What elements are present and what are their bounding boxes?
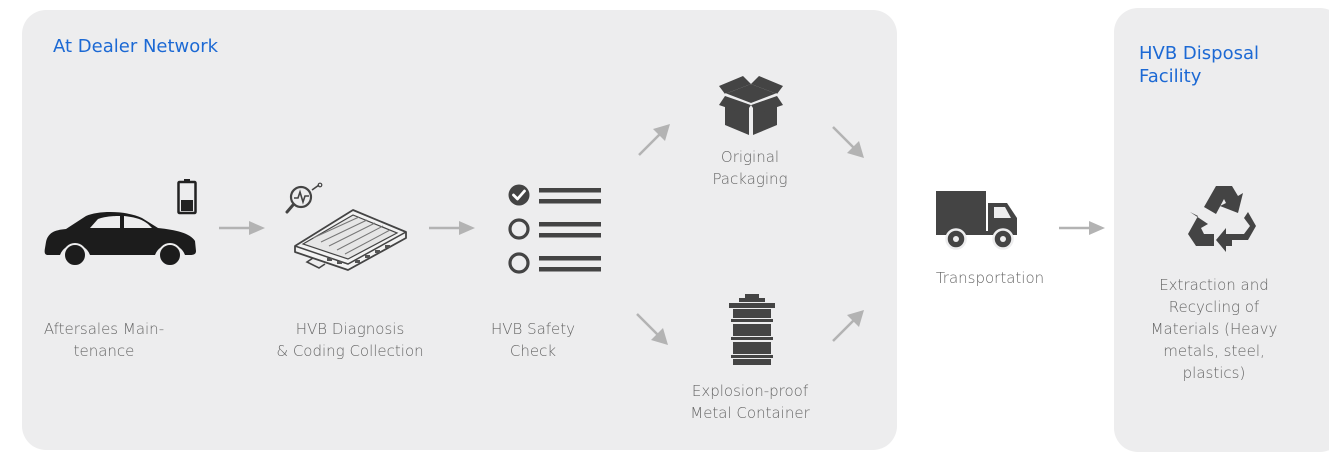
- disposal-facility-panel: [1114, 8, 1329, 452]
- hv-battery-pack-icon: [294, 209, 407, 271]
- disposal-facility-title: HVB Disposal Facility: [1139, 43, 1260, 87]
- flow-arrow: [429, 221, 475, 235]
- car-icon: [44, 212, 196, 267]
- dealer-network-title: At Dealer Network: [53, 36, 219, 57]
- metal-container-label: Explosion-proof Metal Container: [690, 382, 810, 422]
- battery-icon: [177, 179, 197, 215]
- flow-arrow: [219, 221, 265, 235]
- hvb-safety-check-label: HVB Safety Check: [490, 320, 576, 360]
- flow-arrow-down: [832, 126, 864, 158]
- hvb-diagnosis-label: HVB Diagnosis & Coding Collection: [276, 320, 424, 360]
- container-icon: [729, 294, 775, 365]
- diagnosis-icon: [285, 182, 323, 214]
- flow-arrow-up: [832, 310, 864, 342]
- flow-arrow-up: [638, 124, 670, 156]
- flow-arrow: [1059, 221, 1105, 235]
- original-packaging-label: Original Packaging: [712, 148, 788, 188]
- flow-arrow-down: [636, 313, 668, 345]
- checklist-icon: [508, 184, 601, 274]
- box-icon: [719, 76, 783, 135]
- transportation-label: Transportation: [935, 269, 1045, 287]
- truck-icon: [936, 191, 1017, 250]
- recycling-label: Extraction and Recycling of Materials (H…: [1150, 276, 1278, 382]
- aftersales-maintenance-label: Aftersales Main- tenance: [43, 320, 165, 360]
- recycle-icon: [1188, 186, 1256, 252]
